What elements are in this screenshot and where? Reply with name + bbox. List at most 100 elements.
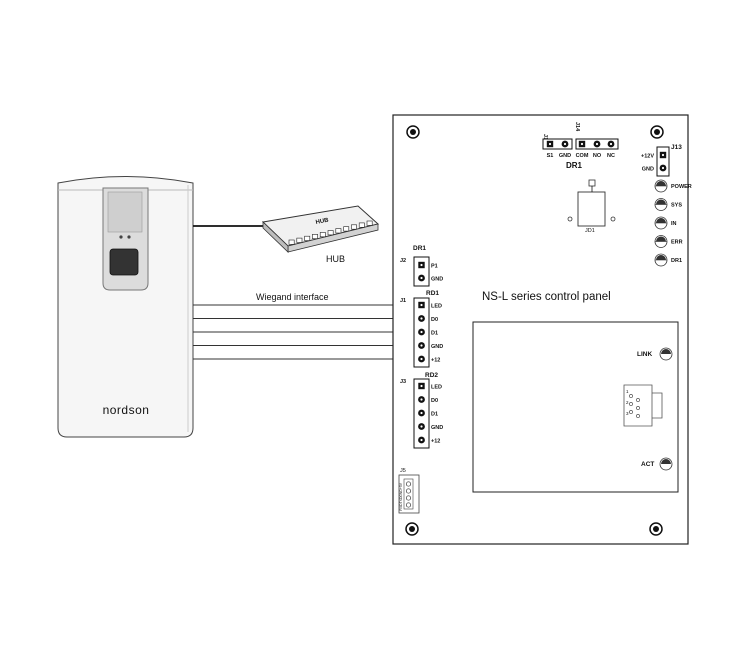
- terminal-pin-icon: [418, 301, 425, 309]
- j5-pin-icon: [405, 488, 412, 494]
- terminal-pin-icon: [546, 140, 554, 148]
- hub-device-text: HUB: [315, 217, 330, 225]
- j5-pin-label: GND: [399, 489, 403, 497]
- top-pin-row: S1 GND COM NO NC: [546, 140, 615, 159]
- rj45-pin-icon: [636, 406, 640, 410]
- led-label: ERR: [671, 240, 683, 246]
- j5-pin-icon: [405, 481, 412, 487]
- act-label: ACT: [641, 461, 654, 468]
- rj45-pin-icon: [629, 402, 633, 406]
- terminal-label: +12: [431, 439, 440, 445]
- top-pin-label: S1: [547, 153, 554, 159]
- rd1-label: RD1: [426, 290, 439, 297]
- act-led-icon: [659, 457, 673, 471]
- top-pin-label: NO: [593, 153, 602, 159]
- terminal-label: D1: [431, 412, 438, 418]
- terminal-label: GND: [431, 425, 443, 431]
- hub-port-icon: [312, 234, 318, 240]
- terminal-pin-icon: [418, 382, 425, 390]
- terminal-label: LED: [431, 385, 442, 391]
- top-pin-label: COM: [576, 153, 589, 159]
- terminal-pin-icon: [418, 328, 425, 336]
- terminal-pin-icon: [418, 409, 425, 417]
- power-pin-label: GND: [642, 167, 654, 173]
- dr1-left-label: DR1: [413, 245, 426, 252]
- led-label: POWER: [671, 184, 692, 190]
- j5-pin-label: +5V: [399, 482, 403, 489]
- link-led-icon: [659, 347, 673, 361]
- rd2-label: RD2: [425, 372, 438, 379]
- terminal-pin-icon: [593, 140, 601, 148]
- terminal-pin-icon: [418, 423, 425, 430]
- rj45-socket: 1 2 3: [626, 389, 640, 418]
- status-led-column: POWER SYS IN ERR DR1: [654, 179, 692, 267]
- j5-pin-label: RXD: [399, 503, 403, 511]
- j5-pin-icon: [405, 495, 412, 501]
- terminal-pin-icon: [418, 315, 425, 322]
- terminal-label: D0: [431, 398, 438, 404]
- j3-label: J3: [400, 379, 406, 385]
- status-led-icon: [654, 253, 668, 267]
- terminal-pin-icon: [659, 151, 667, 159]
- top-pin-label: GND: [559, 153, 571, 159]
- hub-port-icon: [366, 220, 373, 226]
- jd1-label: JD1: [585, 228, 595, 234]
- terminal-label: D1: [431, 331, 438, 337]
- mount-hole-icon: [649, 522, 663, 536]
- status-led-icon: [654, 216, 668, 230]
- network-module: 123 LINK ACT: [472, 321, 679, 493]
- led-label: IN: [671, 221, 677, 227]
- wiegand-label: Wiegand interface: [256, 292, 329, 302]
- fingerprint-sensor: [102, 187, 149, 291]
- hub-port-icon: [319, 232, 326, 238]
- top-pin-label: NC: [607, 153, 615, 159]
- j5-pin-icon: [405, 502, 412, 508]
- terminal-pin-icon: [659, 164, 667, 172]
- hub-port-icon: [335, 228, 342, 234]
- terminal-pin-icon: [418, 436, 425, 444]
- terminal-pin-icon: [418, 342, 425, 349]
- rj45-pin-icon: [629, 410, 633, 414]
- terminal-label: LED: [431, 304, 442, 310]
- status-led-icon: [654, 198, 668, 211]
- wiegand-wires: [193, 304, 417, 360]
- rj45-pin-label: 1: [626, 389, 629, 394]
- hub-port-icon: [327, 230, 334, 236]
- hub-ports: [288, 220, 373, 245]
- led-label: SYS: [671, 203, 682, 209]
- terminal-label: D0: [431, 317, 438, 323]
- led-label: DR1: [671, 258, 682, 264]
- terminal-pin-icon: [418, 355, 425, 363]
- dr1-top-label: DR1: [566, 161, 583, 170]
- hub-port-icon: [358, 222, 365, 228]
- rj45-pin-icon: [636, 414, 640, 418]
- rj45-pin-icon: [636, 398, 640, 402]
- hub-label: HUB: [326, 254, 345, 264]
- terminal-label: +12: [431, 358, 440, 364]
- panel-title: NS-L series control panel: [482, 291, 611, 303]
- j14-label: J14: [574, 122, 580, 132]
- j5-label: J5: [400, 468, 406, 474]
- j2-label: J2: [400, 258, 406, 264]
- hub-port-icon: [351, 224, 357, 230]
- mount-hole-icon: [650, 125, 664, 139]
- relay-jd1: JD1: [567, 179, 616, 234]
- terminal-pin-icon: [418, 274, 425, 282]
- rj45-pin-label: 3: [626, 411, 629, 416]
- mount-hole-icon: [406, 125, 420, 139]
- terminal-pin-icon: [578, 140, 586, 148]
- network-hub: HUB HUB: [193, 205, 380, 264]
- rj45-pin-label: 2: [626, 400, 629, 405]
- terminal-label: GND: [431, 344, 443, 350]
- terminal-label: GND: [431, 277, 443, 283]
- card-reader: nordson: [57, 176, 194, 438]
- terminal-pin-icon: [561, 140, 569, 148]
- status-led-icon: [654, 179, 668, 193]
- terminal-pin-icon: [418, 396, 425, 403]
- j5-pin-label: TXD: [399, 496, 403, 503]
- terminal-pin-icon: [418, 261, 425, 269]
